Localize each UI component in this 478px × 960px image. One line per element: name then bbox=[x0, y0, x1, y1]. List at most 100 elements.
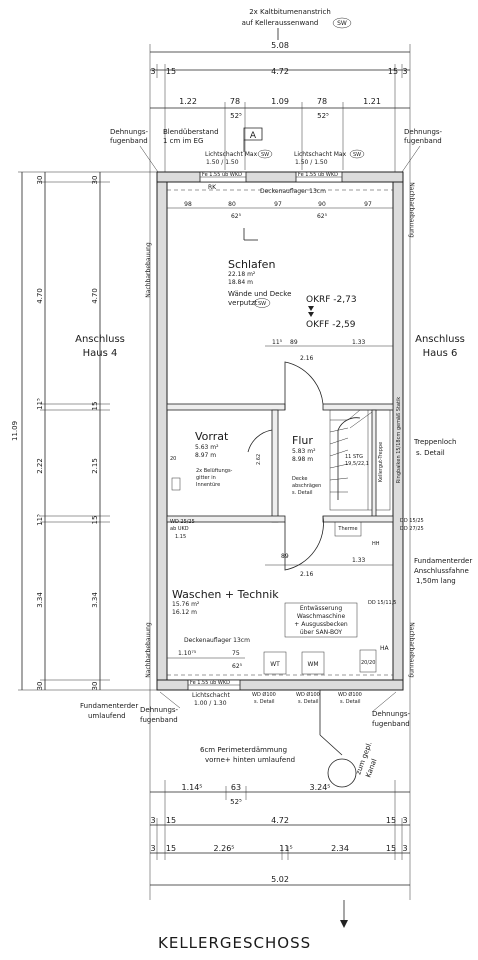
decke-abschr-1: Decke bbox=[292, 476, 307, 482]
dim-115-upper: 11⁵ bbox=[272, 339, 283, 346]
decke-abschr-3: s. Detail bbox=[292, 490, 313, 496]
door-swing-upper bbox=[284, 361, 324, 410]
decke-abschr-2: abschrägen bbox=[292, 483, 321, 489]
leader-left-top bbox=[139, 145, 159, 173]
wd100-2a: WD Ø100 bbox=[296, 691, 320, 698]
leader-right-top bbox=[401, 145, 421, 173]
dim-top-row2-3: 15 bbox=[388, 67, 398, 76]
dim-top-sub-b: 52⁵ bbox=[317, 112, 329, 120]
dim-110: 1.10⁷⁵ bbox=[178, 650, 197, 657]
dehnungsfugenband-bottom-right-2: fugenband bbox=[372, 720, 410, 728]
dim-top-sub-a: 52⁵ bbox=[230, 112, 242, 120]
perimeter-1: 6cm Perimeterdämmung bbox=[200, 746, 287, 754]
dim-bottom-row2-2: 4.72 bbox=[271, 816, 289, 825]
okrf-marker bbox=[308, 306, 314, 311]
nachbarbebauung-left-top: Nachbarbebauung bbox=[145, 242, 152, 298]
sw-badge-top-text: SW bbox=[337, 20, 347, 27]
inner-dim-97b: 97 bbox=[364, 201, 372, 208]
dim-left-outer-5: 3.34 bbox=[36, 592, 44, 608]
kelltreppe-label: Kellergut-Treppe bbox=[378, 442, 384, 482]
dim-133-upper: 1.33 bbox=[352, 339, 366, 346]
dim-75: 75 bbox=[232, 650, 240, 657]
sw-badge-schlafen-text: SW bbox=[258, 301, 266, 307]
dim-left-inner-4: 15 bbox=[91, 516, 99, 525]
perimeter-2: vorne+ hinten umlaufend bbox=[205, 756, 295, 764]
fundamenterder-left-2: umlaufend bbox=[88, 712, 126, 720]
entwaesserung-box bbox=[284, 602, 358, 638]
room-flur-name: Flur bbox=[292, 434, 313, 447]
wt-box bbox=[263, 651, 287, 675]
entwaesserung-3: + Ausgussbecken bbox=[294, 621, 348, 628]
dd-15115: DD 15/11,5 bbox=[368, 600, 396, 606]
room-flur-area2: 8.98 m bbox=[292, 456, 313, 463]
nachbarbebauung-right-top: Nachbarbebauung bbox=[408, 182, 415, 238]
dim-left-inner-6: 30 bbox=[91, 682, 99, 691]
dim-left-outer-6: 30 bbox=[36, 682, 44, 691]
stg-label: 11 STG bbox=[345, 454, 363, 460]
dim-bottom-row3-4: 2.34 bbox=[331, 844, 349, 853]
top-note-line2: auf Kelleraussenwand bbox=[242, 19, 319, 27]
inner-dim-98: 98 bbox=[184, 201, 192, 208]
wall-schlafen-vorrat bbox=[166, 403, 286, 411]
lichtschacht-small-1: Lichtschacht bbox=[192, 692, 230, 699]
top-note-line1: 2x Kaltbitumenanstrich bbox=[249, 8, 331, 16]
room-flur-area1: 5.83 m² bbox=[292, 448, 316, 455]
entwaesserung-4: über SAN-BOY bbox=[300, 629, 343, 636]
dd-1525: DD 15/25 bbox=[400, 518, 424, 524]
dim-89-lower: 89 bbox=[281, 553, 289, 560]
wall-stair-waschen bbox=[322, 515, 394, 523]
deckenauflager-top: Deckenauflager 13cm bbox=[260, 188, 326, 195]
ab-label: 20/20 bbox=[361, 660, 375, 666]
fundamenterder-right-1: Fundamenterder bbox=[414, 557, 472, 565]
room-waschen-name: Waschen + Technik bbox=[172, 588, 279, 601]
room-vorrat-area2: 8.97 m bbox=[195, 452, 216, 459]
room-schlafen-area1: 22.18 m² bbox=[228, 271, 256, 278]
okrf-label: OKRF -2,73 bbox=[306, 295, 357, 305]
dim-left-inner-2: 15 bbox=[91, 402, 99, 411]
dim-bottom-row2-1: 15 bbox=[166, 816, 176, 825]
inner-dim-97a: 97 bbox=[274, 201, 282, 208]
entwaesserung-1: Entwässerung bbox=[300, 605, 343, 612]
wande-decke-2: verputzt bbox=[228, 299, 258, 307]
lichtschacht-size-left: 1.50 / 1.50 bbox=[206, 159, 239, 166]
dim-left-inner-5: 3.34 bbox=[91, 592, 99, 608]
okff-marker bbox=[308, 312, 314, 317]
rk-label: RK bbox=[208, 184, 217, 191]
dehnungsfugenband-top-right-2: fugenband bbox=[404, 137, 442, 145]
dim-top-overall: 5.08 bbox=[271, 41, 289, 50]
dehnungsfugenband-top-right-1: Dehnungs- bbox=[404, 128, 443, 136]
dim-top-row2-1: 15 bbox=[166, 67, 176, 76]
room-waschen-area2: 16.12 m bbox=[172, 609, 197, 616]
vent-box-vorrat bbox=[171, 477, 181, 491]
sw-badge-ls-right-text: SW bbox=[353, 152, 361, 158]
room-vorrat-area1: 5.63 m² bbox=[195, 444, 219, 451]
dim-216-upper: 2.16 bbox=[300, 355, 314, 362]
lichtschacht-max-right: Lichtschacht Max bbox=[294, 151, 347, 158]
dim-top-row2-2: 4.72 bbox=[271, 67, 289, 76]
wall-vorrat-flur bbox=[271, 409, 279, 523]
dim-625-lower: 62⁵ bbox=[232, 663, 243, 670]
okff-label: OKFF -2,59 bbox=[306, 320, 356, 330]
dim-262: 2.62 bbox=[256, 454, 262, 465]
inner-dim-80: 80 bbox=[228, 201, 236, 208]
dim-top-row3-2: 1.09 bbox=[271, 97, 289, 106]
dim-left-outer-3: 2.22 bbox=[36, 458, 44, 474]
fe-label-right: Fe 1.55 üb WKD bbox=[298, 172, 338, 178]
wall-schlafen-stair bbox=[322, 403, 394, 411]
belueftung-3: Innentüre bbox=[196, 482, 220, 488]
inner-dim-90: 90 bbox=[318, 201, 326, 208]
wd-2525-1: WD 25/25 bbox=[170, 519, 195, 525]
dim-left-outer-4: 11⁵ bbox=[36, 514, 44, 526]
dim-bottom-row2-0: 3 bbox=[150, 816, 155, 825]
dim-left-outer-2: 11⁵ bbox=[36, 398, 44, 410]
stg-ratio: 19,5/22,1 bbox=[345, 461, 369, 467]
room-waschen-area1: 15.76 m² bbox=[172, 601, 200, 608]
ringbalken-label: Ringbalken 15/18cm gemäß Statik bbox=[396, 397, 402, 483]
fundamenterder-left-1: Fundamenterder bbox=[80, 702, 138, 710]
blendueberstand-2: 1 cm im EG bbox=[163, 137, 203, 145]
dim-115-small: 1.15 bbox=[175, 534, 186, 540]
dimension-lines-top bbox=[149, 44, 411, 175]
room-vorrat-name: Vorrat bbox=[195, 430, 229, 443]
belueftung-1: 2x Belüftungs- bbox=[196, 468, 233, 474]
